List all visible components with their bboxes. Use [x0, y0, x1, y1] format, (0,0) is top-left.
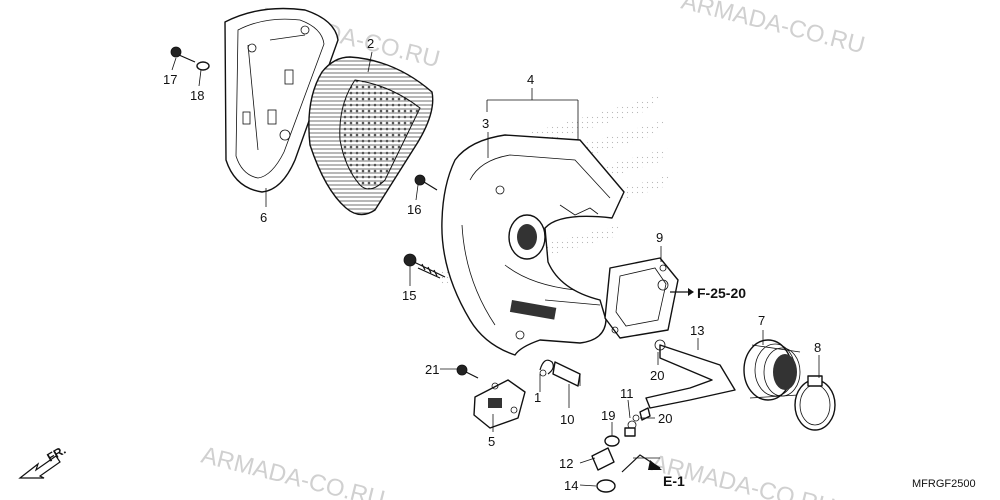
reference-arrow-e1 — [621, 454, 662, 473]
part-5-bracket — [473, 379, 526, 429]
callout-label-11: 11 — [620, 386, 634, 401]
callout-label-19: 19 — [601, 408, 615, 423]
part-7-connector — [743, 339, 801, 401]
part-13-tube — [645, 344, 736, 409]
reference-arrow-f2520 — [670, 288, 694, 296]
callout-label-12: 12 — [559, 456, 573, 471]
reference-label-e1: E-1 — [663, 473, 685, 489]
callout-label-4: 4 — [527, 72, 534, 87]
part-17-bolt — [170, 46, 196, 63]
callout-label-2: 2 — [367, 36, 374, 51]
reference-label-f2520: F-25-20 — [697, 285, 746, 301]
callout-label-16: 16 — [407, 202, 421, 217]
part-8-band — [794, 375, 836, 431]
front-arrow-icon — [18, 455, 61, 479]
callout-label-14: 14 — [564, 478, 578, 493]
part-9-adapter — [604, 257, 679, 339]
part-16-bolt — [414, 174, 438, 191]
callout-label-6: 6 — [260, 210, 267, 225]
callout-label-5: 5 — [488, 434, 495, 449]
callout-label-1: 1 — [534, 390, 541, 405]
callout-label-17: 17 — [163, 72, 177, 87]
part-10-pin — [552, 361, 581, 387]
part-1-clip — [539, 359, 554, 377]
callout-label-8: 8 — [814, 340, 821, 355]
callout-label-18: 18 — [190, 88, 204, 103]
callout-label-20-upper: 20 — [650, 368, 664, 383]
callout-label-9: 9 — [656, 230, 663, 245]
watermark-bottom-left: ARMADA-CO.RU — [199, 442, 388, 500]
watermark-top-right: ARMADA-CO.RU — [679, 0, 868, 59]
part-18-washer — [196, 61, 210, 71]
diagram-code: MFRGF2500 — [912, 478, 976, 490]
leader-lines — [171, 51, 820, 487]
callout-label-7: 7 — [758, 313, 765, 328]
callout-label-15: 15 — [402, 288, 416, 303]
part-2-filter — [308, 56, 434, 216]
part-3-housing — [441, 134, 625, 356]
callout-label-13: 13 — [690, 323, 704, 338]
small-fittings — [591, 339, 666, 493]
callout-label-21: 21 — [425, 362, 439, 377]
callout-label-3: 3 — [482, 116, 489, 131]
callout-label-20-lower: 20 — [658, 411, 672, 426]
part-6-cover — [224, 7, 339, 193]
callout-label-10: 10 — [560, 412, 574, 427]
part-21-bolt — [456, 364, 479, 379]
